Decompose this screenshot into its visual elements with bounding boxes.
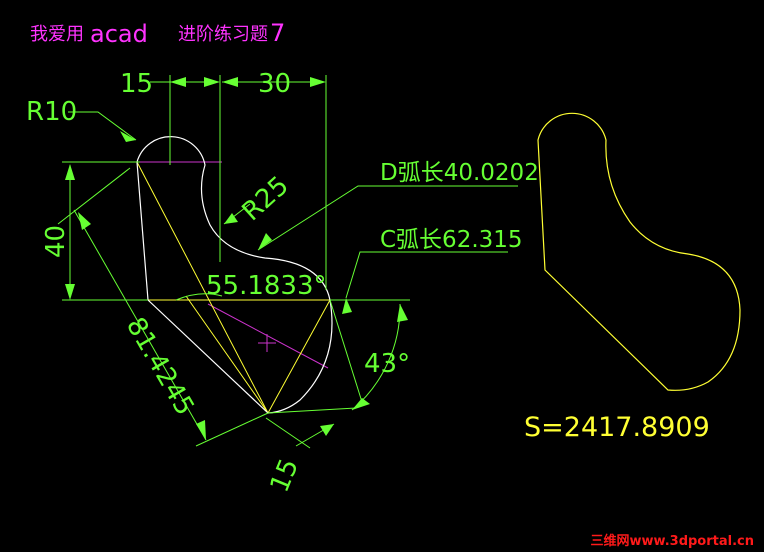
area-result: S=2417.8909	[524, 412, 710, 443]
title-prefix: 我爱用	[30, 24, 84, 45]
title-suffix: 进阶练习题	[178, 24, 268, 45]
part-outline	[136, 136, 333, 414]
dim-angle-center: 55.1833°	[206, 271, 327, 301]
result-shape	[537, 112, 741, 391]
dimension-arrows	[65, 77, 408, 440]
site-watermark: 三维网www.3dportal.cn	[588, 530, 756, 549]
title-number: 7	[270, 19, 285, 47]
construction-lines	[136, 161, 331, 414]
dim-bottom-width: 15	[265, 455, 305, 497]
dim-width-left: 15	[120, 69, 153, 99]
dim-width-right: 30	[258, 69, 291, 99]
dim-slant-length: 81.4245	[120, 313, 200, 421]
dim-radius-top: R10	[26, 97, 77, 127]
dim-angle-right: 43°	[364, 349, 410, 379]
arc-label-d: D弧长40.0202	[380, 160, 539, 186]
dim-height: 40	[41, 225, 71, 258]
dim-radius-concave: R25	[237, 171, 295, 228]
arc-label-c: C弧长62.315	[380, 227, 523, 253]
title-software: acad	[90, 20, 148, 48]
